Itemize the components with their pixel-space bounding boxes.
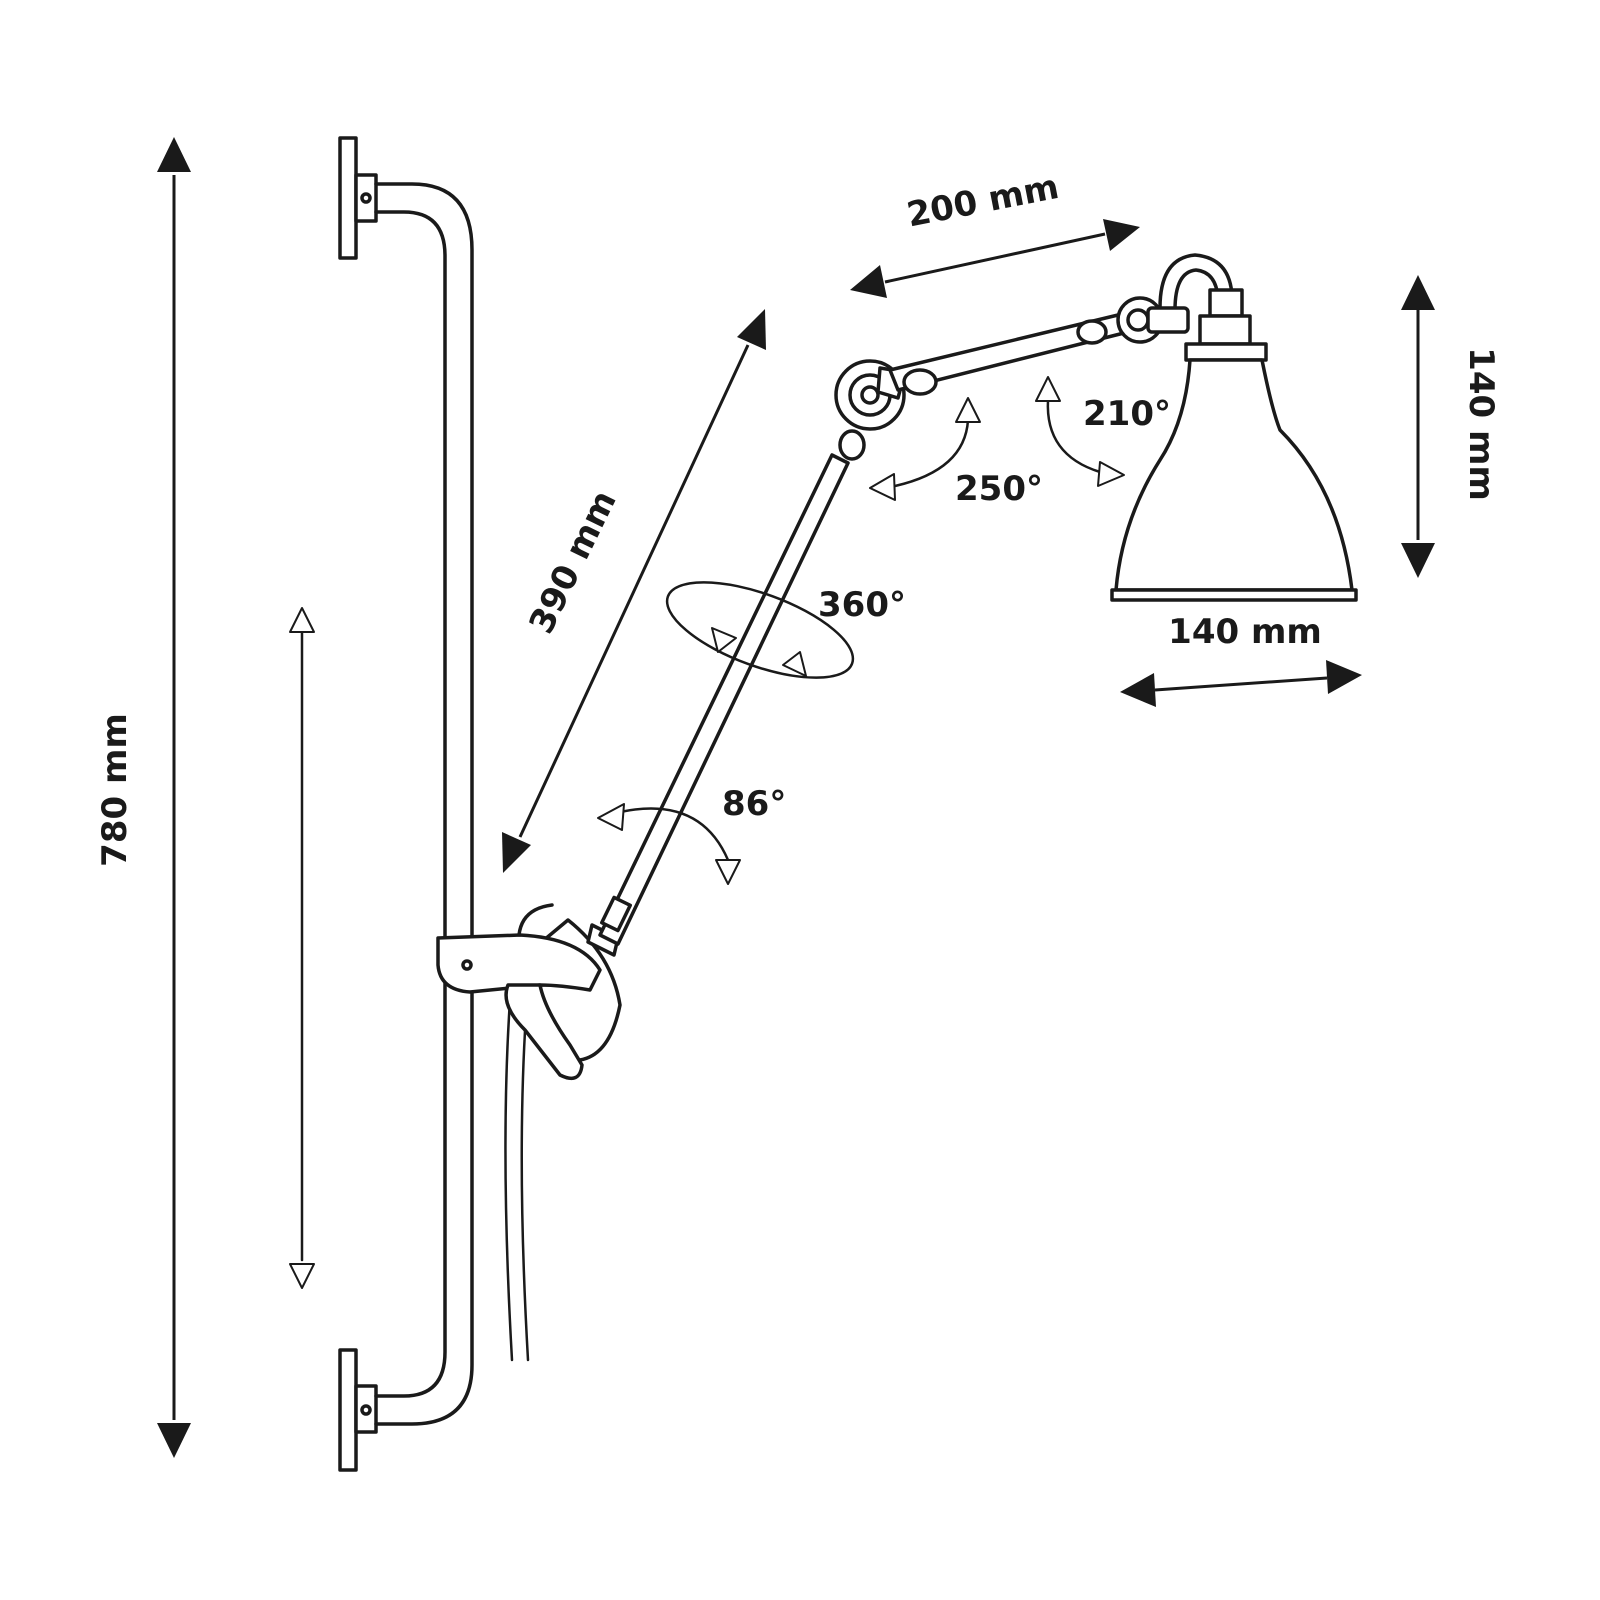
upper-arm [888,313,1126,396]
bottom-wall-plate [338,1348,358,1472]
lamp-shade [1110,253,1358,602]
upper-arm-length-label: 200 mm [904,167,1062,236]
total-height-dimension: 780 mm [95,137,191,1458]
tilt-86-label: 86° [722,784,786,824]
lower-arm [598,453,850,946]
shade-height-dimension: 140 mm [1401,275,1501,578]
rail-clamp [436,903,622,1081]
total-height-label: 780 mm [95,713,135,867]
tilt-210-label: 210° [1083,394,1171,434]
tilt-210-indicator: 210° [1035,376,1171,487]
top-wall-plate [338,136,358,260]
power-cord [504,998,530,1362]
elbow-joint [834,359,907,461]
shade-diameter-dimension: 140 mm [1120,612,1362,707]
tilt-250-label: 250° [955,469,1043,509]
shade-diameter-label: 140 mm [1168,612,1322,652]
rotation-360-label: 360° [818,585,906,625]
shade-height-label: 140 mm [1461,347,1501,501]
upper-arm-dimension: 200 mm [850,167,1140,298]
wall-rail [338,136,474,1472]
tilt-86-indicator: 86° [597,784,786,885]
lower-arm-length-label: 390 mm [521,484,624,640]
clamp-knob [504,983,584,1081]
tilt-250-indicator: 250° [869,397,1043,509]
slide-range-indicator [289,607,315,1289]
rotation-360-indicator: 360° [665,581,906,679]
